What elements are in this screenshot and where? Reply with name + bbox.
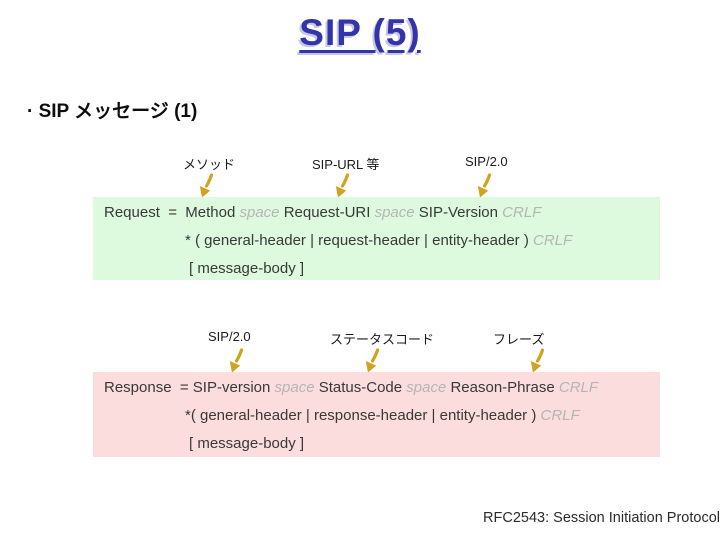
crlf-token: CRLF bbox=[558, 379, 599, 396]
status-code-annotation: ステータスコード bbox=[330, 332, 435, 347]
section-heading: · SIP メッセージ (1) bbox=[27, 96, 197, 123]
response-line-1: Response = SIP-version space Status-Code… bbox=[93, 378, 660, 397]
space-token: space bbox=[239, 204, 280, 221]
down-arrow-icon bbox=[229, 348, 244, 373]
bullet-icon: · bbox=[27, 101, 34, 122]
method-annotation: メソッド bbox=[183, 157, 236, 172]
sip-url-annotation: SIP-URL 等 bbox=[312, 157, 380, 172]
space-token: space bbox=[274, 379, 315, 396]
response-line1-lead: Response = SIP-version bbox=[104, 379, 275, 396]
crlf-token: CRLF bbox=[533, 232, 573, 249]
response-line-3: [ message-body ] bbox=[189, 435, 305, 452]
sip-version-annotation: SIP/2.0 bbox=[208, 329, 251, 344]
down-arrow-icon bbox=[335, 173, 350, 198]
space-token: space bbox=[406, 379, 447, 396]
down-arrow-icon bbox=[199, 173, 214, 198]
request-line1-lead: Request = Method bbox=[104, 204, 240, 221]
request-line-2: * ( general-header | request-header | en… bbox=[93, 231, 660, 250]
response-line1-reason: Reason-Phrase bbox=[446, 379, 559, 396]
request-line-1: Request = Method space Request-URI space… bbox=[93, 203, 660, 222]
request-line-3: [ message-body ] bbox=[189, 260, 305, 277]
request-line1-uri: Request-URI bbox=[279, 204, 375, 221]
page-title: SIP (5) bbox=[299, 12, 421, 53]
crlf-token: CRLF bbox=[540, 407, 580, 424]
down-arrow-icon bbox=[365, 348, 380, 373]
phrase-annotation: フレーズ bbox=[493, 332, 545, 347]
response-line1-status: Status-Code bbox=[314, 379, 407, 396]
response-line-2: *( general-header | response-header | en… bbox=[93, 406, 660, 425]
crlf-token: CRLF bbox=[502, 204, 542, 221]
footer-rfc-reference: RFC2543: Session Initiation Protocol bbox=[483, 510, 720, 526]
space-token: space bbox=[374, 204, 415, 221]
sip-version-annotation: SIP/2.0 bbox=[465, 154, 508, 169]
request-line2-body: * ( general-header | request-header | en… bbox=[185, 232, 533, 249]
down-arrow-icon bbox=[477, 173, 492, 198]
request-grammar-box: Request = Method space Request-URI space… bbox=[93, 197, 660, 280]
response-line2-body: *( general-header | response-header | en… bbox=[185, 407, 541, 424]
response-grammar-box: Response = SIP-version space Status-Code… bbox=[93, 372, 660, 457]
request-line1-version: SIP-Version bbox=[414, 204, 503, 221]
section-heading-label: SIP メッセージ (1) bbox=[33, 101, 198, 122]
down-arrow-icon bbox=[530, 348, 545, 373]
